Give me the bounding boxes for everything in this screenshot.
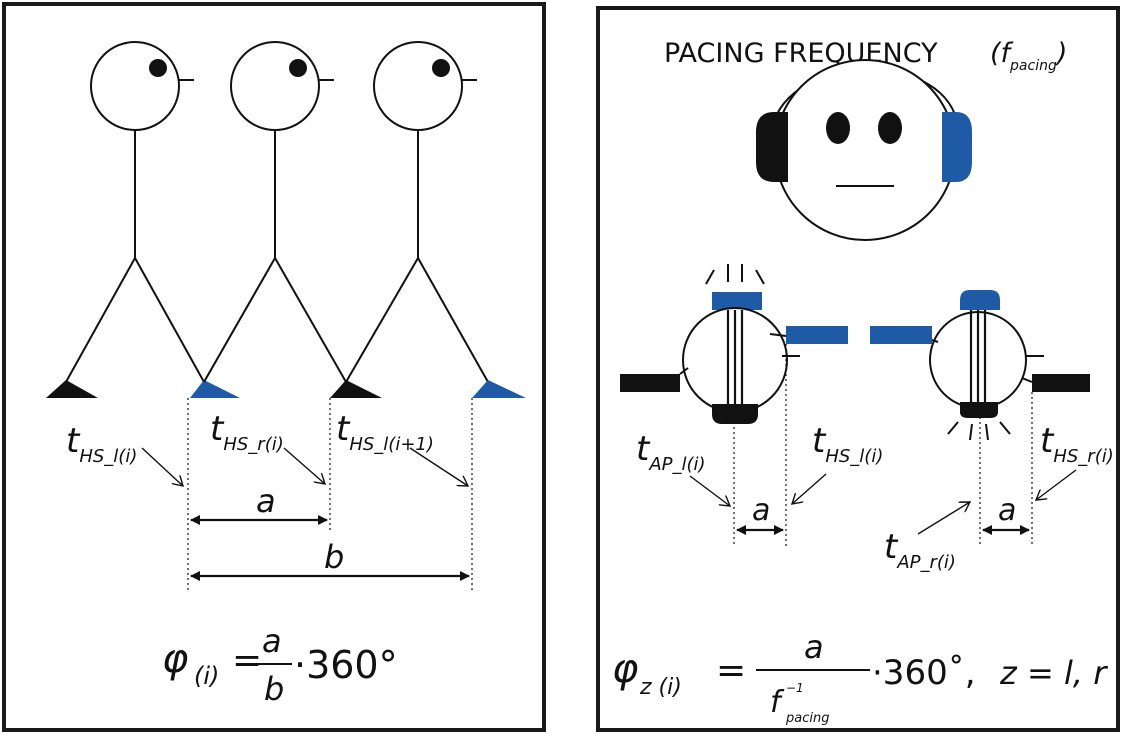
svg-text:(i): (i) — [194, 662, 219, 690]
interval-a-label: a — [256, 482, 276, 520]
face-eye-right — [878, 112, 902, 144]
foot-right-black-right — [1032, 374, 1090, 392]
pointer-arrows-right — [689, 469, 1077, 535]
label-t-ap-l-i: tAP_l(i) — [636, 429, 706, 475]
speaker-top-blue — [712, 292, 762, 310]
right-foot-blue-1 — [190, 380, 240, 398]
left-panel: tHS_l(i) tHS_r(i) tHS_l(i+1) a b φ (i) =… — [2, 2, 546, 732]
svg-text:a: a — [804, 628, 824, 666]
svg-text:·360˚,: ·360˚, — [872, 653, 976, 693]
right-foot-blue-2 — [472, 380, 526, 398]
svg-text:a: a — [262, 622, 282, 660]
label-t-hs-r-i: tHS_r(i) — [210, 409, 284, 455]
pacing-title: PACING FREQUENCY — [664, 38, 938, 69]
label-t-hs-l-i1: tHS_l(i+1) — [336, 409, 434, 455]
earcup-left-black — [756, 112, 788, 182]
overhead-figure-left — [620, 264, 848, 424]
svg-text:φ: φ — [612, 646, 638, 692]
overhead-figure-right — [870, 290, 1090, 441]
stick-figure-2 — [203, 41, 347, 383]
label-t-hs-r-i-right: tHS_r(i) — [1040, 421, 1114, 467]
face-eye-left — [826, 112, 850, 144]
svg-text:−1: −1 — [786, 681, 804, 695]
right-panel-frame — [596, 6, 1120, 732]
foot-right-blue — [786, 326, 848, 344]
svg-text:·360°: ·360° — [294, 643, 398, 687]
svg-text:b: b — [264, 670, 284, 708]
stick-figure-1 — [65, 41, 205, 383]
interval-a-label-right: a — [998, 493, 1016, 528]
earcup-right-blue — [942, 112, 972, 182]
svg-text:φ: φ — [162, 636, 188, 682]
interval-a-label-left: a — [752, 493, 770, 528]
pointer-arrows-left — [141, 447, 468, 486]
svg-text:=: = — [232, 640, 262, 681]
svg-text:z (i): z (i) — [639, 675, 682, 700]
face-with-headphones — [756, 59, 972, 241]
right-panel: PACING FREQUENCY (fpacing) — [596, 6, 1120, 732]
label-t-hs-l-i-right: tHS_l(i) — [812, 421, 883, 467]
speaker-bottom-black-right — [960, 402, 998, 418]
left-foot-black-2 — [330, 380, 382, 398]
left-foot-black-1 — [46, 380, 98, 398]
label-t-ap-r-i: tAP_r(i) — [884, 527, 956, 573]
left-panel-frame — [2, 2, 546, 732]
svg-text:pacing: pacing — [785, 711, 829, 726]
foot-left-black — [620, 374, 680, 392]
speaker-bottom-black — [712, 404, 758, 424]
label-t-hs-l-i: tHS_l(i) — [66, 421, 137, 467]
svg-text:z = l, r: z = l, r — [999, 654, 1108, 692]
foot-left-blue-right — [870, 326, 932, 344]
pacing-title-symbol: (fpacing) — [990, 38, 1067, 74]
heel-strike-markers — [187, 398, 473, 592]
svg-text:=: = — [716, 650, 746, 691]
pacing-markers — [733, 344, 1033, 546]
phase-formula-left: φ (i) = a b ·360° — [162, 622, 398, 708]
interval-b-label: b — [324, 538, 344, 576]
speaker-top-blue-right — [960, 290, 1000, 310]
stick-figure-3 — [345, 41, 489, 383]
svg-text:f: f — [770, 685, 785, 720]
phase-formula-right: φ z (i) = a f −1 pacing ·360˚, z = l, r — [612, 628, 1108, 726]
face-circle — [774, 59, 956, 241]
